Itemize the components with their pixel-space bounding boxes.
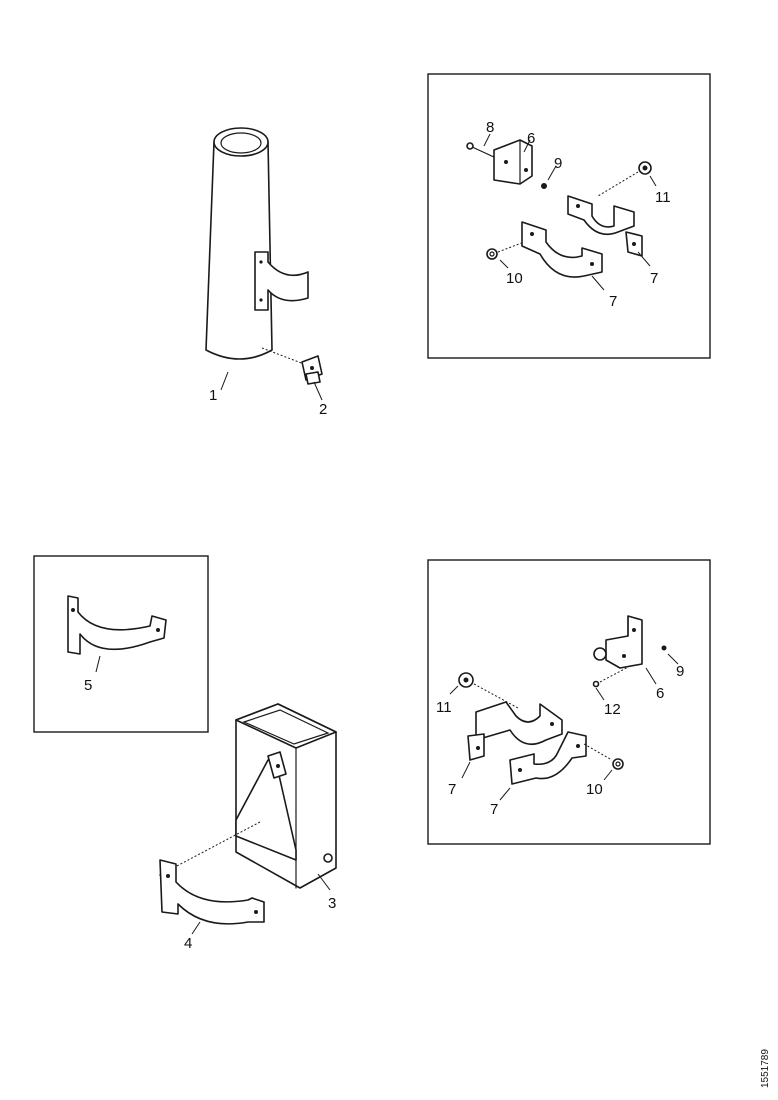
bracket-6 [493, 139, 533, 185]
clamp-half-lower-7-bottom [509, 731, 587, 785]
callout-10-bottom: 10 [586, 781, 603, 798]
callout-12: 12 [604, 701, 621, 718]
callout-7-top-b: 7 [609, 293, 617, 310]
callout-11-bottom: 11 [436, 699, 452, 716]
shroud-part [235, 703, 337, 889]
callout-3: 3 [328, 895, 336, 912]
callout-11-top: 11 [655, 189, 671, 206]
shroud-assembly: 4 3 [157, 703, 337, 952]
inset-frame-bottom [427, 559, 711, 845]
callout-6-bottom: 6 [656, 685, 664, 702]
inset-frame-left [33, 555, 209, 733]
document-id: 1551789 [760, 1049, 771, 1088]
callout-2: 2 [319, 401, 327, 418]
tube-assembly: 1 2 [205, 127, 327, 418]
tube-mounted-bracket [254, 251, 309, 311]
washer-10-bottom [583, 743, 624, 770]
bracket-4 [159, 859, 265, 925]
nut-11 [638, 161, 652, 175]
tube-part [205, 127, 273, 360]
callout-7-bottom-b: 7 [490, 801, 498, 818]
mounting-clip-part [261, 347, 323, 385]
inset-frame-top [427, 73, 711, 359]
washer-10 [486, 248, 498, 260]
callout-4: 4 [184, 935, 192, 952]
callout-1: 1 [209, 387, 217, 404]
bracket-5 [67, 595, 167, 655]
callout-9-top: 9 [554, 155, 562, 172]
nut-9-bottom [661, 645, 667, 651]
clamp-half-upper-7-bottom [467, 701, 563, 761]
callout-5: 5 [84, 677, 92, 694]
inset-detail-bracket-5: 5 [33, 555, 209, 733]
callout-7-top-a: 7 [650, 270, 658, 287]
callout-9-bottom: 9 [676, 663, 684, 680]
nut-9 [541, 183, 547, 189]
clamp-half-lower-7 [521, 221, 603, 278]
bracket-6-bottom [593, 615, 643, 669]
clamp-half-upper-7 [567, 195, 643, 257]
inset-detail-bottom: 11 7 7 10 12 6 9 [427, 559, 711, 845]
callout-7-bottom-a: 7 [448, 781, 456, 798]
bolt-12 [592, 665, 631, 688]
callout-8: 8 [486, 119, 494, 136]
callout-6-top: 6 [527, 130, 535, 147]
nut-11-bottom [458, 672, 474, 688]
bolt-8 [466, 142, 497, 159]
inset-detail-top: 8 6 9 11 10 7 7 [427, 73, 711, 359]
callout-10-top: 10 [506, 270, 523, 287]
